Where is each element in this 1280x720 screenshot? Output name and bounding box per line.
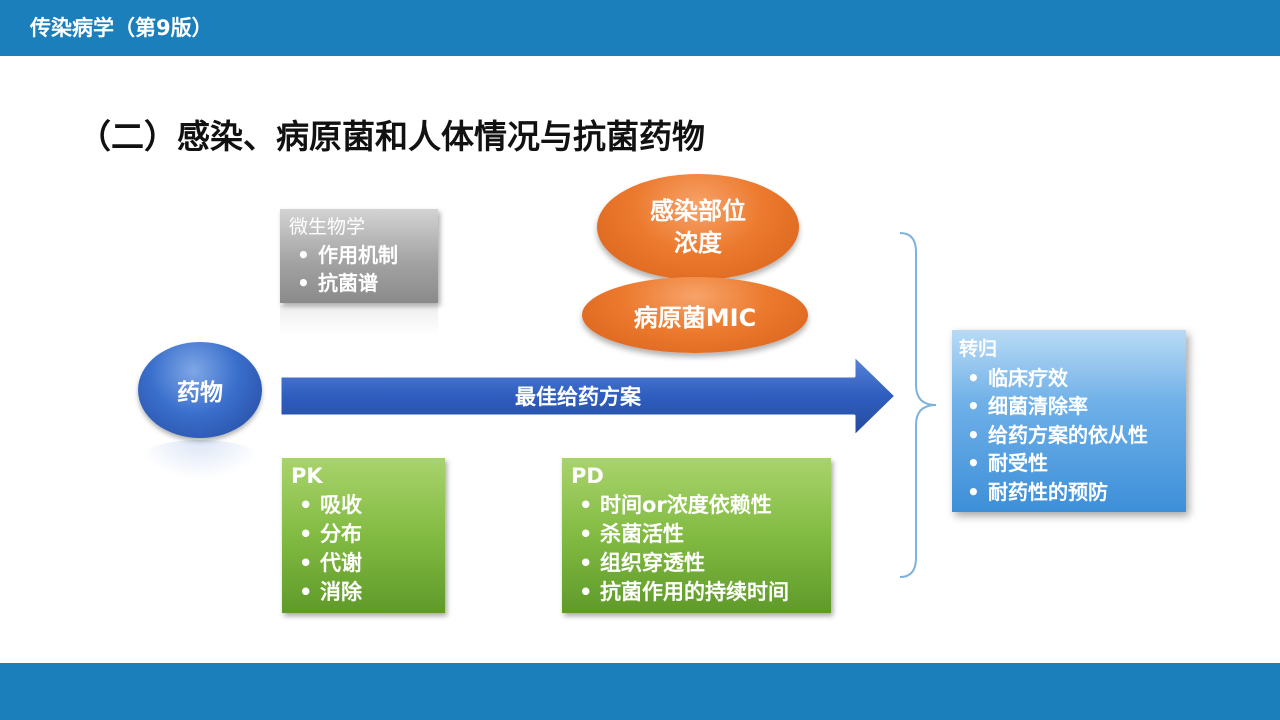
outcome-box: 转归 临床疗效 细菌清除率 给药方案的依从性 耐受性 耐药性的预防 bbox=[952, 330, 1186, 512]
outcome-item: 耐受性 bbox=[959, 449, 1186, 478]
concentration-label: 浓度 bbox=[674, 229, 722, 257]
right-brace bbox=[899, 232, 937, 578]
pk-heading: PK bbox=[291, 464, 323, 488]
header-bar: 传染病学（第9版） bbox=[0, 0, 1280, 56]
outcome-item: 临床疗效 bbox=[959, 364, 1186, 393]
pk-item: 吸收 bbox=[291, 491, 445, 520]
microbiology-item: 抗菌谱 bbox=[289, 269, 438, 297]
infection-site-label: 感染部位 bbox=[650, 197, 746, 225]
drug-ellipse: 药物 bbox=[138, 342, 262, 438]
drug-reflection bbox=[138, 440, 262, 480]
pathogen-mic-ellipse: 病原菌MIC bbox=[582, 277, 808, 353]
slide-title: （二）感染、病原菌和人体情况与抗菌药物 bbox=[78, 117, 705, 156]
microbiology-reflection bbox=[280, 305, 438, 335]
outcome-item: 细菌清除率 bbox=[959, 392, 1186, 421]
outcome-item: 耐药性的预防 bbox=[959, 478, 1186, 507]
pd-heading: PD bbox=[571, 464, 604, 488]
microbiology-box: 微生物学 作用机制 抗菌谱 bbox=[280, 209, 438, 303]
pathogen-mic-label: 病原菌MIC bbox=[633, 303, 757, 332]
pd-item: 时间or浓度依赖性 bbox=[571, 491, 831, 520]
pk-box: PK 吸收 分布 代谢 消除 bbox=[282, 458, 445, 613]
pd-item: 杀菌活性 bbox=[571, 520, 831, 549]
footer-bar bbox=[0, 663, 1280, 720]
course-title: 传染病学（第9版） bbox=[30, 16, 213, 40]
microbiology-item: 作用机制 bbox=[289, 241, 438, 269]
microbiology-heading: 微生物学 bbox=[289, 216, 366, 238]
pd-item: 抗菌作用的持续时间 bbox=[571, 578, 831, 607]
outcome-item: 给药方案的依从性 bbox=[959, 421, 1186, 450]
regimen-arrow bbox=[278, 353, 898, 439]
pk-item: 分布 bbox=[291, 520, 445, 549]
infection-site-ellipse: 感染部位 浓度 bbox=[597, 174, 799, 280]
pd-box: PD 时间or浓度依赖性 杀菌活性 组织穿透性 抗菌作用的持续时间 bbox=[562, 458, 831, 613]
outcome-heading: 转归 bbox=[959, 338, 998, 360]
pk-item: 代谢 bbox=[291, 549, 445, 578]
pd-item: 组织穿透性 bbox=[571, 549, 831, 578]
pk-item: 消除 bbox=[291, 578, 445, 607]
regimen-label: 最佳给药方案 bbox=[515, 385, 641, 409]
drug-label: 药物 bbox=[177, 380, 223, 406]
